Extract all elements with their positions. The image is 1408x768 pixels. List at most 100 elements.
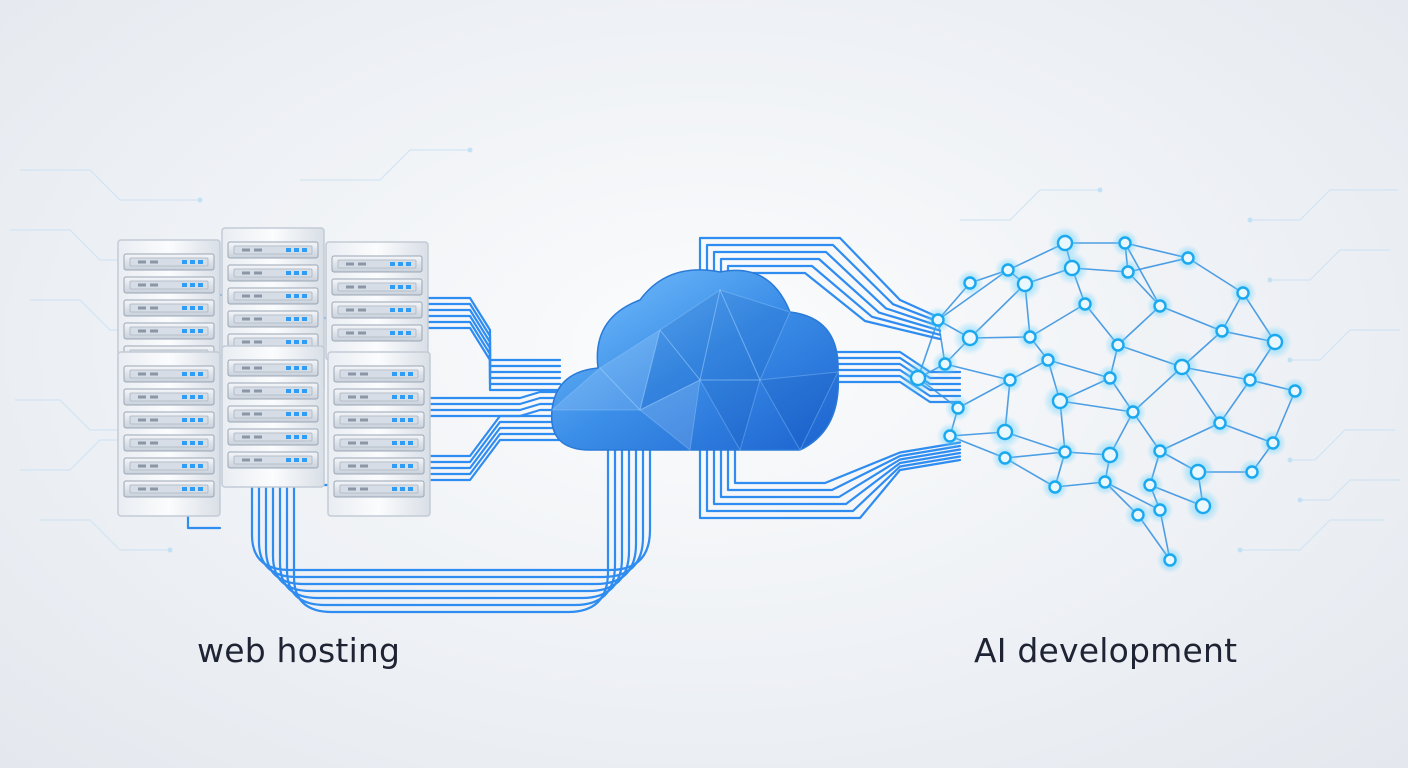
unit-bay bbox=[339, 484, 419, 494]
circuit-trace bbox=[40, 519, 170, 551]
neural-node bbox=[1103, 371, 1117, 385]
status-led bbox=[398, 262, 403, 266]
drive-slot bbox=[242, 317, 250, 321]
cable-line bbox=[423, 326, 562, 392]
status-led bbox=[286, 458, 291, 462]
server-rack bbox=[221, 345, 325, 488]
drive-slot bbox=[358, 331, 366, 335]
status-led bbox=[198, 260, 203, 264]
status-led bbox=[392, 487, 397, 491]
cable-line bbox=[698, 448, 962, 520]
drive-slot bbox=[150, 464, 158, 468]
server-rack bbox=[327, 351, 431, 517]
neural-node bbox=[1243, 373, 1257, 387]
drive-slot bbox=[348, 487, 356, 491]
neural-node bbox=[951, 401, 965, 415]
cloud-facet bbox=[699, 379, 761, 452]
status-led bbox=[294, 271, 299, 275]
status-led bbox=[302, 271, 307, 275]
drive-slot bbox=[242, 340, 250, 344]
neural-node bbox=[1056, 234, 1074, 252]
status-led bbox=[400, 395, 405, 399]
unit-bay bbox=[129, 280, 209, 290]
status-led bbox=[182, 372, 187, 376]
status-led bbox=[392, 464, 397, 468]
status-led bbox=[294, 248, 299, 252]
status-led bbox=[398, 308, 403, 312]
status-led bbox=[406, 262, 411, 266]
neural-node bbox=[1058, 445, 1072, 459]
neural-node bbox=[1215, 324, 1229, 338]
cable-line bbox=[423, 426, 582, 470]
unit-bay bbox=[129, 326, 209, 336]
status-led bbox=[294, 435, 299, 439]
unit-bay bbox=[233, 314, 313, 324]
status-led bbox=[190, 464, 195, 468]
cable-line bbox=[257, 446, 645, 579]
status-led bbox=[294, 366, 299, 370]
drive-slot bbox=[138, 329, 146, 333]
trace-dot bbox=[1267, 277, 1273, 283]
cable-line bbox=[733, 441, 962, 485]
unit-bay bbox=[129, 484, 209, 494]
drive-slot bbox=[138, 306, 146, 310]
server-rack-icon bbox=[117, 227, 431, 517]
status-led bbox=[408, 464, 413, 468]
status-led bbox=[390, 285, 395, 289]
status-led bbox=[302, 317, 307, 321]
drive-slot bbox=[360, 464, 368, 468]
drive-slot bbox=[242, 294, 250, 298]
status-led bbox=[198, 329, 203, 333]
cable-line bbox=[250, 446, 652, 572]
cable-line bbox=[698, 236, 942, 320]
unit-bay bbox=[337, 328, 417, 338]
circuit-trace bbox=[1270, 249, 1390, 281]
neural-node bbox=[961, 329, 979, 347]
status-led bbox=[392, 372, 397, 376]
status-led bbox=[190, 441, 195, 445]
status-led bbox=[198, 487, 203, 491]
status-led bbox=[390, 262, 395, 266]
status-led bbox=[190, 283, 195, 287]
unit-bay bbox=[233, 455, 313, 465]
status-led bbox=[302, 412, 307, 416]
server-rack bbox=[325, 241, 429, 361]
neural-node bbox=[1078, 297, 1092, 311]
background-circuit-traces bbox=[10, 147, 1400, 553]
status-led bbox=[182, 418, 187, 422]
neural-node bbox=[1173, 358, 1191, 376]
status-led bbox=[398, 331, 403, 335]
status-led bbox=[182, 395, 187, 399]
status-led bbox=[190, 329, 195, 333]
status-led bbox=[302, 294, 307, 298]
status-led bbox=[406, 331, 411, 335]
drive-slot bbox=[360, 441, 368, 445]
cable-line bbox=[271, 446, 631, 593]
status-led bbox=[198, 372, 203, 376]
drive-slot bbox=[360, 372, 368, 376]
cloud-facet bbox=[550, 367, 642, 411]
status-led bbox=[286, 317, 291, 321]
cable-line bbox=[423, 438, 582, 482]
cloud-facet bbox=[639, 328, 701, 411]
cable-line bbox=[712, 448, 962, 506]
unit-bay bbox=[129, 369, 209, 379]
neural-node bbox=[1181, 251, 1195, 265]
unit-bay bbox=[233, 409, 313, 419]
drive-slot bbox=[346, 262, 354, 266]
neural-node bbox=[963, 276, 977, 290]
status-led bbox=[182, 260, 187, 264]
drive-slot bbox=[346, 308, 354, 312]
circuit-trace bbox=[1240, 519, 1385, 551]
status-led bbox=[294, 294, 299, 298]
status-led bbox=[182, 306, 187, 310]
circuit-trace bbox=[15, 399, 140, 431]
neural-node bbox=[1001, 263, 1015, 277]
status-led bbox=[400, 372, 405, 376]
circuit-trace bbox=[960, 189, 1100, 221]
status-led bbox=[198, 441, 203, 445]
cloud-facet bbox=[759, 371, 839, 452]
status-led bbox=[408, 395, 413, 399]
unit-bay bbox=[233, 386, 313, 396]
